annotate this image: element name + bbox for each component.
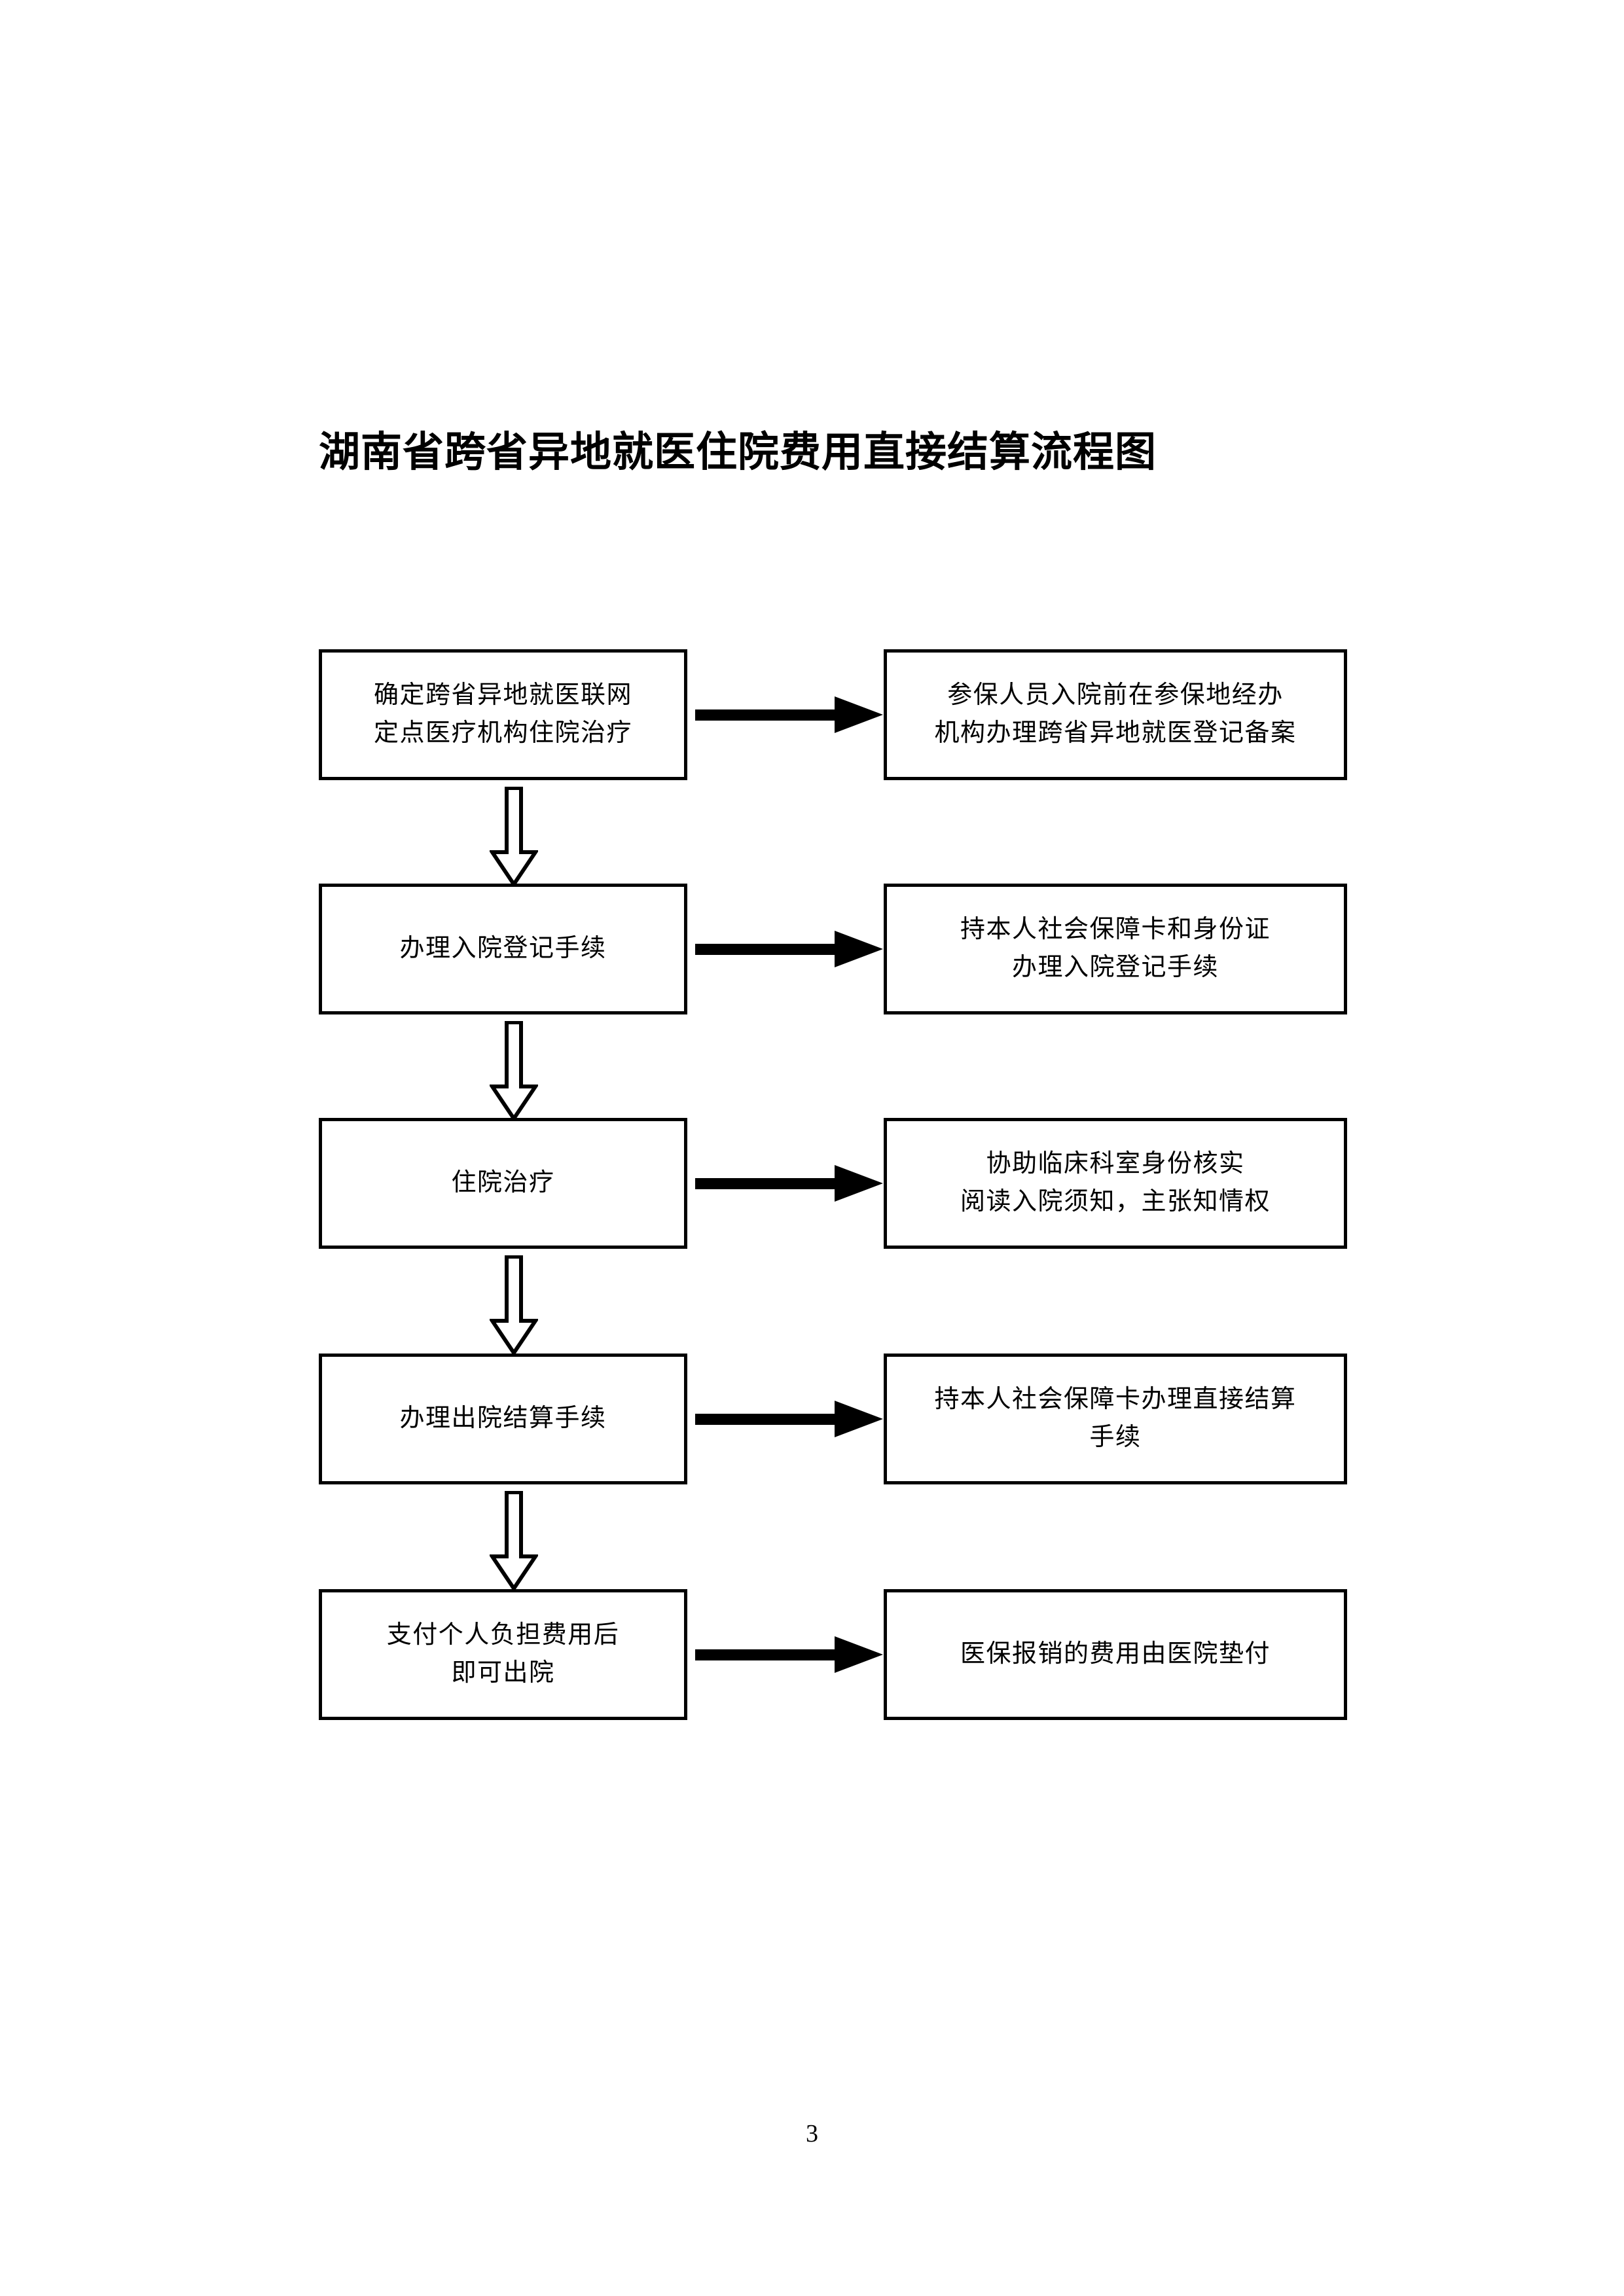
arrow-right-icon-4 bbox=[695, 1401, 883, 1437]
arrow-shaft bbox=[695, 944, 838, 955]
flow-node-right-5[interactable]: 医保报销的费用由医院垫付 bbox=[884, 1589, 1347, 1720]
flow-node-right-3[interactable]: 协助临床科室身份核实 阅读入院须知，主张知情权 bbox=[884, 1118, 1347, 1249]
arrow-down-icon-4 bbox=[490, 1491, 538, 1590]
flow-node-left-5-label: 支付个人负担费用后 即可出院 bbox=[386, 1621, 620, 1687]
arrow-right-icon-2 bbox=[695, 931, 883, 967]
flow-node-left-4[interactable]: 办理出院结算手续 bbox=[319, 1354, 687, 1484]
arrow-shaft bbox=[695, 1649, 838, 1660]
flow-node-right-5-label: 医保报销的费用由医院垫付 bbox=[960, 1640, 1271, 1668]
arrow-down-icon-3 bbox=[490, 1255, 538, 1355]
flow-node-left-5[interactable]: 支付个人负担费用后 即可出院 bbox=[319, 1589, 687, 1720]
arrow-right-icon-3 bbox=[695, 1165, 883, 1202]
flow-node-right-4-label: 持本人社会保障卡办理直接结算 手续 bbox=[934, 1386, 1297, 1451]
flow-node-left-2-label: 办理入院登记手续 bbox=[399, 935, 607, 963]
arrow-right-icon-5 bbox=[695, 1636, 883, 1673]
flow-node-right-2-label: 持本人社会保障卡和身份证 办理入院登记手续 bbox=[960, 916, 1271, 981]
arrow-head bbox=[835, 1636, 883, 1673]
arrow-shaft bbox=[695, 709, 838, 721]
flow-node-left-2[interactable]: 办理入院登记手续 bbox=[319, 884, 687, 1014]
page-number: 3 bbox=[806, 2120, 818, 2147]
flow-node-right-3-label: 协助临床科室身份核实 阅读入院须知，主张知情权 bbox=[960, 1150, 1271, 1215]
arrow-down-icon-2 bbox=[490, 1021, 538, 1121]
flow-node-right-4[interactable]: 持本人社会保障卡办理直接结算 手续 bbox=[884, 1354, 1347, 1484]
arrow-head bbox=[835, 696, 883, 733]
arrow-down-icon-1 bbox=[490, 787, 538, 886]
arrow-head bbox=[835, 1401, 883, 1437]
arrow-shaft bbox=[695, 1414, 838, 1425]
flow-node-right-2[interactable]: 持本人社会保障卡和身份证 办理入院登记手续 bbox=[884, 884, 1347, 1014]
arrow-shaft bbox=[695, 1178, 838, 1189]
flow-node-left-3-label: 住院治疗 bbox=[451, 1169, 555, 1197]
flow-node-left-1[interactable]: 确定跨省异地就医联网 定点医疗机构住院治疗 bbox=[319, 649, 687, 780]
page-title: 湖南省跨省异地就医住院费用直接结算流程图 bbox=[319, 429, 1157, 475]
flow-node-left-4-label: 办理出院结算手续 bbox=[399, 1405, 607, 1433]
arrow-right-icon-1 bbox=[695, 696, 883, 733]
arrow-head bbox=[835, 931, 883, 967]
flow-node-right-1-label: 参保人员入院前在参保地经办 机构办理跨省异地就医登记备案 bbox=[934, 681, 1297, 747]
flow-node-right-1[interactable]: 参保人员入院前在参保地经办 机构办理跨省异地就医登记备案 bbox=[884, 649, 1347, 780]
flow-node-left-1-label: 确定跨省异地就医联网 定点医疗机构住院治疗 bbox=[373, 681, 632, 747]
arrow-head bbox=[835, 1165, 883, 1202]
flow-node-left-3[interactable]: 住院治疗 bbox=[319, 1118, 687, 1249]
